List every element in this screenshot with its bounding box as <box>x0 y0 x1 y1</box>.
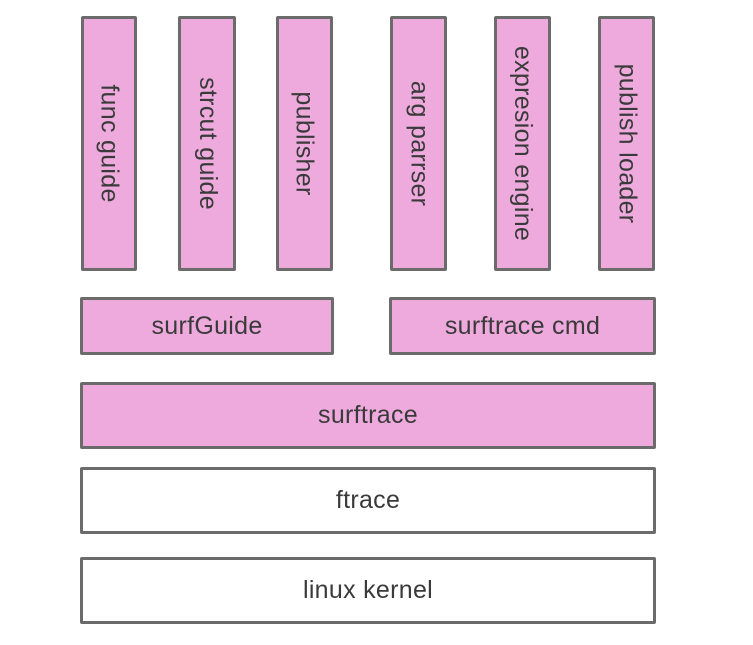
surftrace-cmd-label: surftrace cmd <box>444 311 601 340</box>
surfguide-box: surfGuide <box>80 297 334 355</box>
module-func-guide: func guide <box>81 16 137 271</box>
module-label: publish loader <box>613 63 641 224</box>
linux-kernel-label: linux kernel <box>302 576 434 604</box>
module-label: func guide <box>95 84 124 203</box>
module-label: strcut guide <box>193 77 222 210</box>
surftrace-cmd-box: surftrace cmd <box>389 297 656 355</box>
module-label: expresion engine <box>509 45 537 242</box>
linux-kernel-layer: linux kernel <box>80 557 656 624</box>
module-label: arg parrser <box>405 80 434 207</box>
module-strcut-guide: strcut guide <box>178 16 236 271</box>
surfguide-label: surfGuide <box>151 311 263 340</box>
surftrace-layer: surftrace <box>80 382 656 449</box>
ftrace-label: ftrace <box>335 486 401 514</box>
module-label: publisher <box>291 91 319 196</box>
module-expression-engine: expresion engine <box>494 16 551 271</box>
module-arg-parser: arg parrser <box>390 16 447 271</box>
module-publish-loader: publish loader <box>598 16 655 271</box>
ftrace-layer: ftrace <box>80 467 656 534</box>
surftrace-label: surftrace <box>318 401 418 429</box>
module-publisher: publisher <box>276 16 333 271</box>
